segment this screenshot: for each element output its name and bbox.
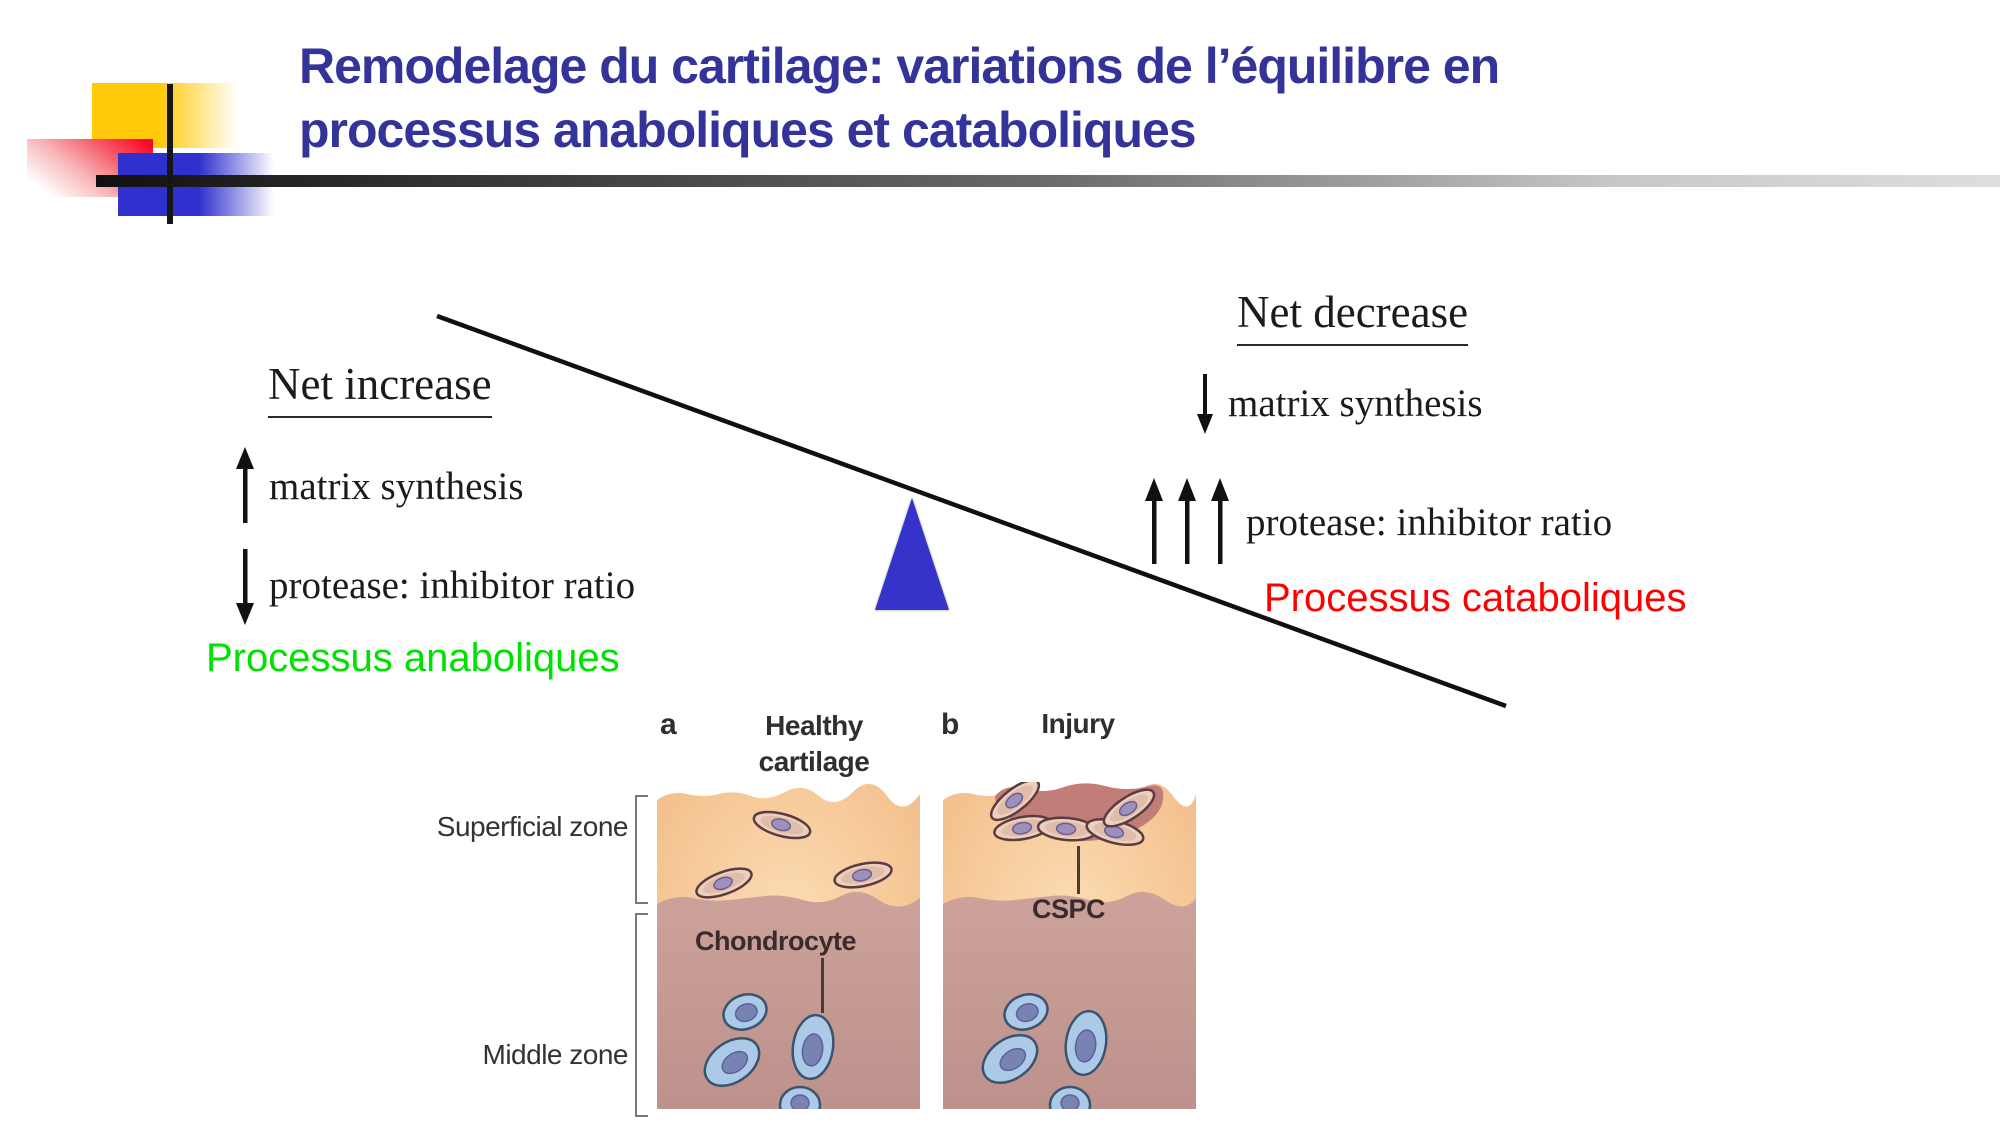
right-row-protease-ratio: protease: inhibitor ratio bbox=[1140, 478, 1612, 566]
left-row-protease-ratio: protease: inhibitor ratio bbox=[233, 545, 635, 625]
right-row-matrix-synthesis: matrix synthesis bbox=[1194, 372, 1483, 434]
panel-a-letter: a bbox=[660, 708, 677, 741]
cspc-annotation: CSPC bbox=[1032, 894, 1106, 924]
chondrocyte-cell bbox=[722, 993, 768, 1031]
progenitor-cell bbox=[989, 782, 1041, 822]
progenitor-cell bbox=[1036, 816, 1098, 842]
middle-zone-bracket bbox=[635, 913, 648, 1117]
left-row-matrix-synthesis: matrix synthesis bbox=[233, 447, 524, 525]
right-protease-ratio-label: protease: inhibitor ratio bbox=[1246, 500, 1613, 544]
left-protease-ratio-label: protease: inhibitor ratio bbox=[269, 563, 636, 607]
chondrocyte-cell bbox=[981, 1033, 1039, 1085]
progenitor-cell bbox=[1102, 788, 1156, 828]
anabolic-caption: Processus anaboliques bbox=[206, 636, 620, 680]
chondrocyte-cell bbox=[1048, 1085, 1092, 1109]
net-increase-heading: Net increase bbox=[268, 358, 492, 418]
healthy-cartilage-illustration bbox=[657, 783, 920, 1109]
slide-title-line2: processus anaboliques et cataboliques bbox=[299, 102, 1197, 158]
chondrocyte-cell bbox=[1003, 993, 1049, 1031]
up-arrow-icon bbox=[236, 447, 254, 523]
left-matrix-synthesis-label: matrix synthesis bbox=[269, 464, 524, 508]
superficial-zone-label: Superficial zone bbox=[436, 811, 629, 842]
decor-vertical-line bbox=[167, 84, 173, 224]
progenitor-cell bbox=[1085, 817, 1145, 847]
superficial-zone-bracket bbox=[635, 795, 648, 904]
chondrocyte-cell bbox=[778, 1085, 822, 1109]
fulcrum-triangle bbox=[875, 498, 949, 610]
slide-title-line1: Remodelage du cartilage: variations de l… bbox=[299, 38, 1500, 94]
cspc-pointer-line bbox=[1077, 846, 1080, 894]
chondrocyte-cell bbox=[703, 1036, 761, 1088]
injury-illustration bbox=[943, 782, 1196, 1109]
progenitor-cell bbox=[752, 810, 812, 840]
triple-up-arrow-icon bbox=[1145, 478, 1229, 564]
down-arrow-icon bbox=[236, 549, 254, 625]
chondrocyte-cell bbox=[1064, 1009, 1108, 1077]
panel-a-title: Healthy cartilage bbox=[758, 710, 870, 777]
chondrocyte-cell bbox=[791, 1013, 835, 1081]
middle-zone-label: Middle zone bbox=[482, 1039, 629, 1070]
progenitor-cell bbox=[833, 861, 893, 889]
down-arrow-icon bbox=[1197, 374, 1213, 434]
chondrocyte-pointer-line bbox=[821, 958, 824, 1013]
progenitor-cell bbox=[695, 867, 753, 899]
net-decrease-heading: Net decrease bbox=[1237, 286, 1469, 346]
middle-zone-region bbox=[657, 891, 920, 1109]
decor-horizontal-rule bbox=[96, 175, 2000, 187]
panel-b-title: Injury bbox=[1041, 708, 1115, 739]
chondrocyte-annotation: Chondrocyte bbox=[695, 926, 857, 956]
catabolic-caption: Processus cataboliques bbox=[1264, 576, 1687, 620]
decor-yellow-square bbox=[92, 83, 238, 148]
panel-b-letter: b bbox=[941, 708, 959, 741]
right-matrix-synthesis-label: matrix synthesis bbox=[1228, 381, 1483, 425]
slide-title: Remodelage du cartilage: variations de l… bbox=[299, 34, 1739, 162]
